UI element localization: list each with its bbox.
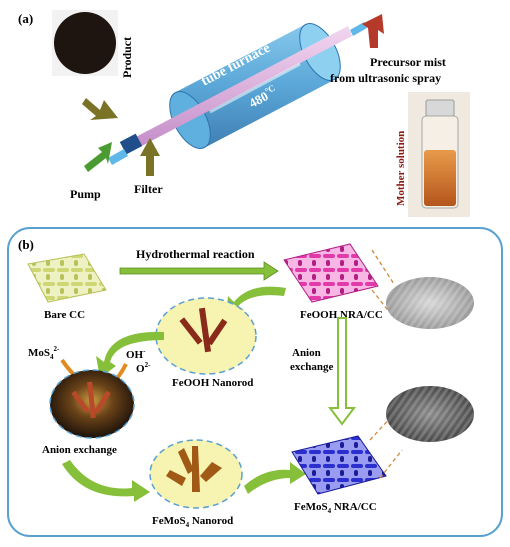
femos4-nra-label: FeMoS4 NRA/CC [294,501,377,515]
pump-arrow [84,142,112,172]
exchange-nanorod-shape [71,381,111,419]
panel-b-frame [7,227,503,537]
anion-exchange-right-2: exchange [290,361,334,373]
feooh-nanorod-label: FeOOH Nanorod [172,377,253,389]
precursor-arrow [362,14,384,48]
temperature-unit: °C [263,83,277,97]
product-disc [54,12,116,74]
product-arrow [82,98,118,120]
vial-cap [425,99,455,117]
feooh-nanorod-shape [179,307,228,353]
nanorod-to-exchange-arrow [96,331,164,378]
panel-b-label: (b) [18,237,34,252]
pump-label: Pump [70,187,101,201]
product-label: Product [120,37,134,78]
o2-label: O2- [136,361,151,375]
mos4-label: MoS42- [28,345,60,361]
feooh-nra-label: FeOOH NRA/CC [300,309,383,321]
panel-a-label: (a) [18,11,33,26]
anion-exchange-arrow [328,317,356,426]
exchange-to-femos4-arrow [62,460,150,502]
precursor-line-1: Precursor mist [370,55,446,69]
precursor-line-2: from ultrasonic spray [330,71,441,85]
sem-texture-bottom [386,386,474,442]
anion-exchange-left-label: Anion exchange [42,444,117,456]
femos4-nanorod-label: FeMoS4 Nanorod [152,515,233,529]
mother-solution-label: Mother solution [395,131,407,206]
femos4-to-cc-arrow [244,462,306,494]
filter-label: Filter [134,182,163,196]
oh-label: OH- [126,347,146,361]
femos4-nanorod-shape [166,446,222,492]
tube-furnace [108,22,367,165]
bare-cc [27,253,107,303]
hydrothermal-arrow [119,261,279,281]
bare-cc-label: Bare CC [44,309,85,321]
sem-bottom-guides [369,415,403,479]
vial-liquid [424,150,456,206]
filter-arrow [140,138,160,176]
hydrothermal-label: Hydrothermal reaction [136,247,255,261]
femos4-cc [291,435,387,495]
feooh-cc [283,243,379,303]
sem-texture-top [386,277,474,329]
anion-exchange-right-1: Anion [292,347,321,359]
